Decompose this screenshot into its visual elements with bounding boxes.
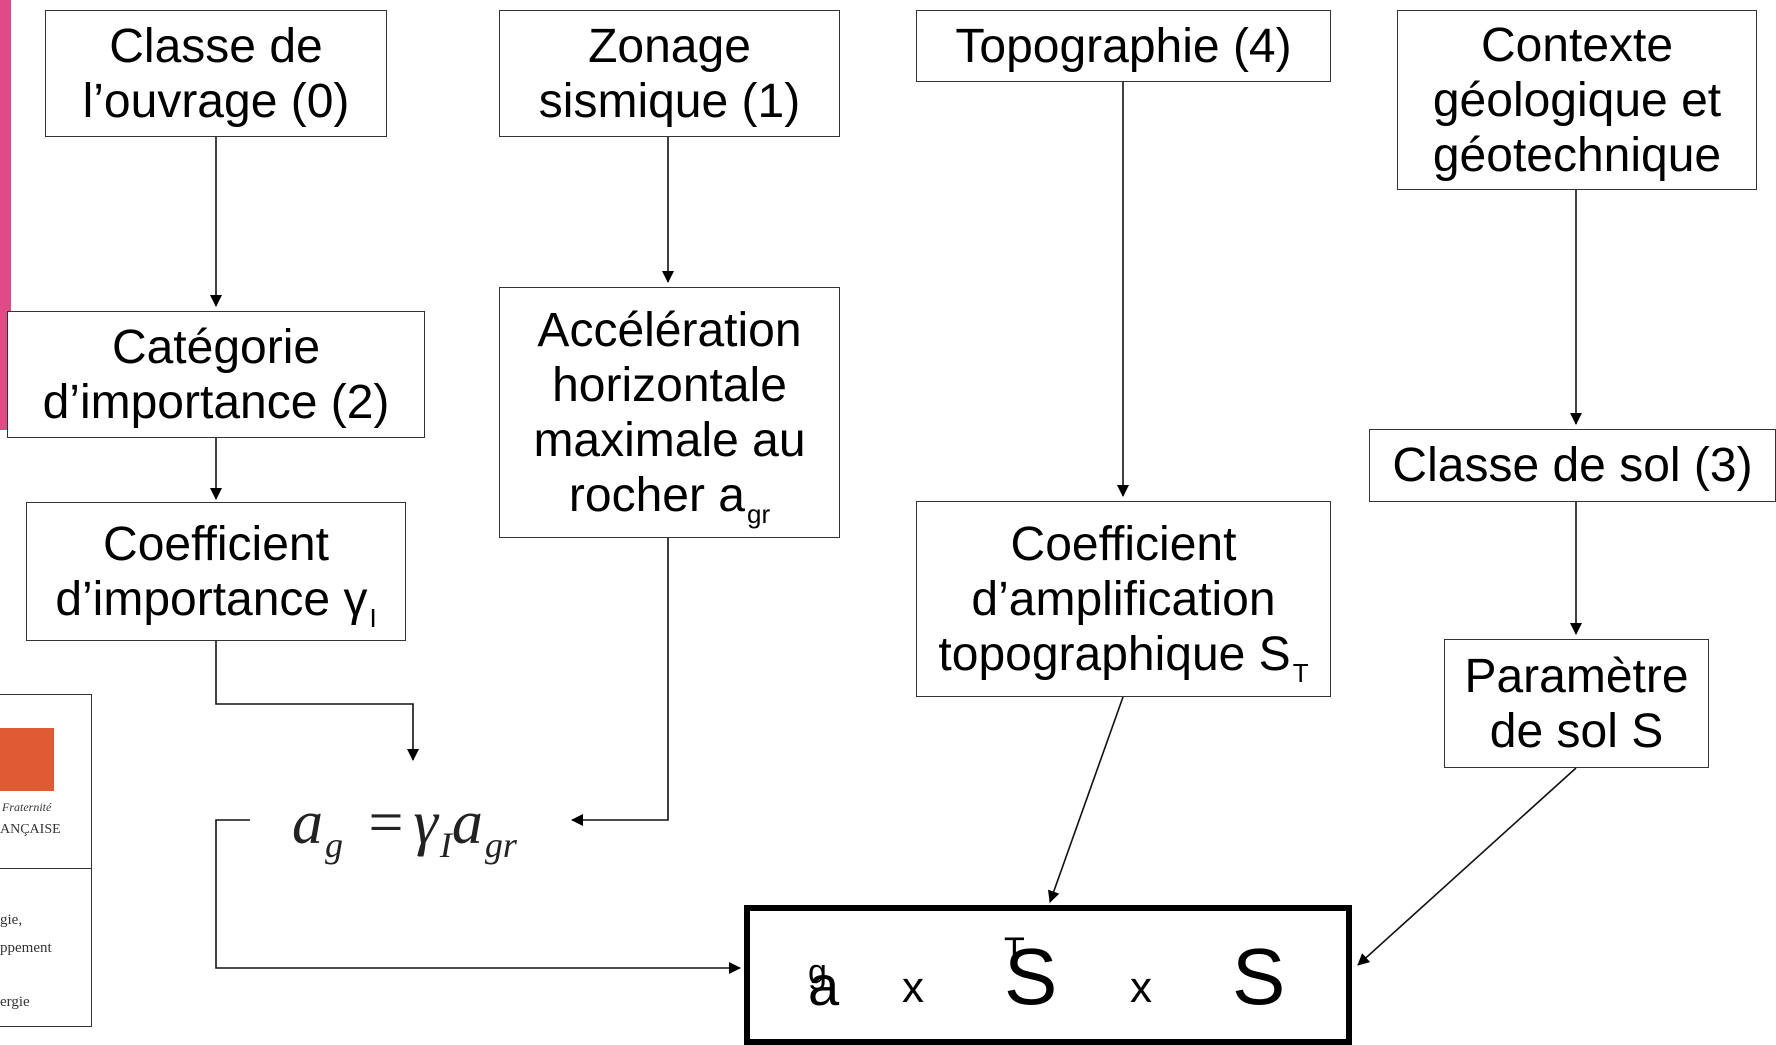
box-classe-ouvrage: Classe de l’ouvrage (0) — [45, 10, 387, 137]
formula-equals: = — [368, 789, 404, 857]
subscript: T — [1292, 657, 1309, 688]
formula-gamma-sub: I — [439, 825, 452, 865]
box-line: d’importance γI — [55, 572, 376, 631]
box-text: rocher a — [568, 468, 745, 522]
box-line: Topographie (4) — [955, 19, 1292, 73]
formula-a-sub: gr — [484, 825, 517, 865]
box-contexte-geologique: Contexte géologique et géotechnique — [1397, 10, 1757, 190]
box-parametre-sol: Paramètre de sol S — [1444, 639, 1709, 768]
formula-gamma: γ — [413, 789, 438, 857]
final-ag-sub: g — [808, 953, 827, 991]
final-ag-letter: a — [808, 954, 840, 1017]
formula-ag: ag =γIagr — [292, 788, 517, 863]
box-line: maximale au — [533, 413, 806, 467]
subscript: I — [369, 602, 377, 633]
box-line: horizontale — [552, 358, 787, 412]
box-line: d’importance (2) — [42, 375, 390, 429]
pink-edge-bar — [0, 0, 11, 430]
final-st-letter: S — [1004, 932, 1058, 1021]
box-line: Coefficient — [103, 517, 329, 571]
box-acceleration: Accélération horizontale maximale au roc… — [499, 287, 840, 538]
arrow-formula-to-final — [215, 819, 741, 974]
box-line: Contexte — [1480, 18, 1674, 72]
box-line: topographique ST — [938, 627, 1308, 686]
logo-francaise: ANÇAISE — [0, 822, 61, 837]
box-line: l’ouvrage (0) — [82, 74, 350, 128]
box-line: Zonage — [588, 19, 751, 73]
final-st-sub: T — [1004, 931, 1025, 969]
box-topographie: Topographie (4) — [916, 10, 1331, 82]
logo-text-1: gie, — [0, 912, 23, 928]
box-line: géotechnique — [1432, 128, 1722, 182]
box-line: Classe de sol (3) — [1392, 439, 1753, 492]
box-line: géologique et — [1432, 73, 1722, 127]
box-text: topographique S — [938, 627, 1291, 681]
arrow-amplification-to-final — [1048, 696, 1124, 903]
box-text: d’importance γ — [55, 572, 368, 626]
box-line: Coefficient — [1010, 517, 1237, 571]
box-zonage-sismique: Zonage sismique (1) — [499, 10, 840, 137]
arrow-acceleration-to-formula — [571, 538, 669, 826]
final-times-2: x — [1130, 963, 1152, 1012]
box-categorie-importance: Catégorie d’importance (2) — [7, 311, 425, 438]
box-line: Classe de — [109, 19, 323, 73]
box-classe-sol: Classe de sol (3) — [1369, 429, 1776, 502]
formula-lhs-sub: g — [325, 825, 343, 865]
formula-a: a — [451, 789, 483, 857]
box-line: Catégorie — [111, 320, 321, 374]
ministry-logo-divider — [0, 868, 92, 869]
box-line: de sol S — [1489, 704, 1664, 758]
arrow-parametre-to-final — [1357, 767, 1577, 966]
final-s: S — [1232, 932, 1286, 1021]
box-line: sismique (1) — [538, 74, 801, 128]
formula-lhs: a — [292, 789, 323, 857]
final-times-1: x — [902, 963, 924, 1012]
box-line: Paramètre — [1464, 649, 1689, 703]
box-coefficient-importance: Coefficient d’importance γI — [26, 502, 406, 641]
arrow-coefficient-to-formula — [215, 641, 419, 761]
logo-fraternite: Fraternité — [2, 800, 52, 814]
subscript: gr — [746, 498, 771, 529]
ministry-logo-mark — [0, 728, 54, 791]
box-line: rocher agr — [568, 468, 770, 527]
box-line: Accélération — [537, 303, 802, 357]
logo-text-2: ppement — [0, 940, 52, 956]
box-line: d’amplification — [971, 572, 1276, 626]
logo-text-3: ergie — [0, 994, 30, 1010]
box-coefficient-amplification: Coefficient d’amplification topographiqu… — [916, 501, 1331, 697]
